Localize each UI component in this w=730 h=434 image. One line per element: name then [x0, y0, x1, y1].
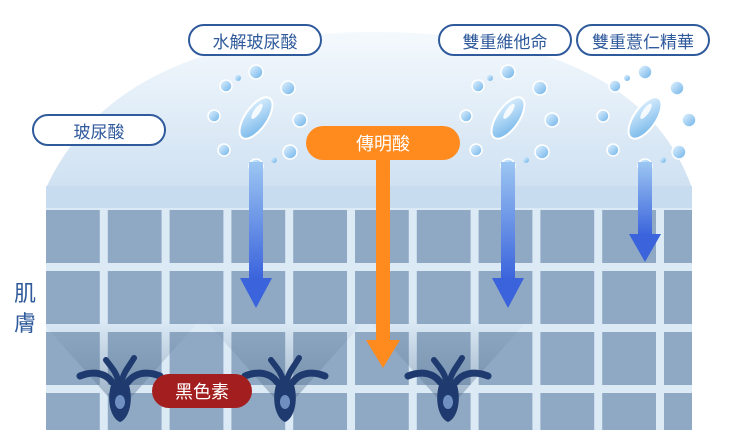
skin-cell	[107, 210, 162, 263]
skin-cell	[664, 332, 692, 385]
skin-cell	[293, 393, 347, 430]
label-skin: 肌膚	[13, 282, 36, 337]
skin-cell	[540, 393, 595, 430]
label-melanin: 黑色素	[152, 374, 252, 408]
skin-cell	[478, 393, 533, 430]
skin-cell	[664, 393, 692, 430]
skin-cell	[293, 271, 347, 324]
label-tranexamic-acid: 傳明酸	[306, 126, 460, 160]
skin-cell	[664, 271, 692, 324]
beam	[205, 320, 365, 410]
label-hydrolyzed-hyaluronic-acid: 水解玻尿酸	[188, 24, 322, 56]
arrow-double-coix-essence	[629, 162, 661, 262]
skin-cell	[664, 210, 692, 263]
skin-cell	[416, 271, 471, 324]
skin-cell	[107, 271, 162, 324]
skin-cell	[169, 271, 224, 324]
label-hyaluronic-acid: 玻尿酸	[32, 114, 166, 146]
skin-cell	[540, 210, 595, 263]
skin-cell	[46, 393, 100, 430]
beam	[40, 320, 200, 410]
skin-cell	[602, 332, 656, 385]
label-double-coix-essence: 雙重薏仁精華	[576, 24, 710, 56]
skin-cell	[293, 210, 347, 263]
beam	[368, 320, 528, 410]
arrow-tranexamic-acid	[366, 158, 400, 368]
label-double-vitamin: 雙重維他命	[438, 24, 572, 56]
skin-cell	[46, 271, 100, 324]
skin-cell	[355, 393, 409, 430]
skin-cell	[540, 271, 595, 324]
skin-cell	[602, 271, 656, 324]
arrow-double-vitamin	[492, 162, 524, 308]
skin-cell	[540, 332, 595, 385]
skin-cell	[169, 210, 224, 263]
skin-cell	[46, 210, 100, 263]
skin-cell	[416, 210, 471, 263]
skin-cell	[602, 393, 656, 430]
skin-surface-dome	[46, 31, 692, 189]
arrow-hydrolyzed-hyaluronic-acid	[240, 162, 272, 308]
